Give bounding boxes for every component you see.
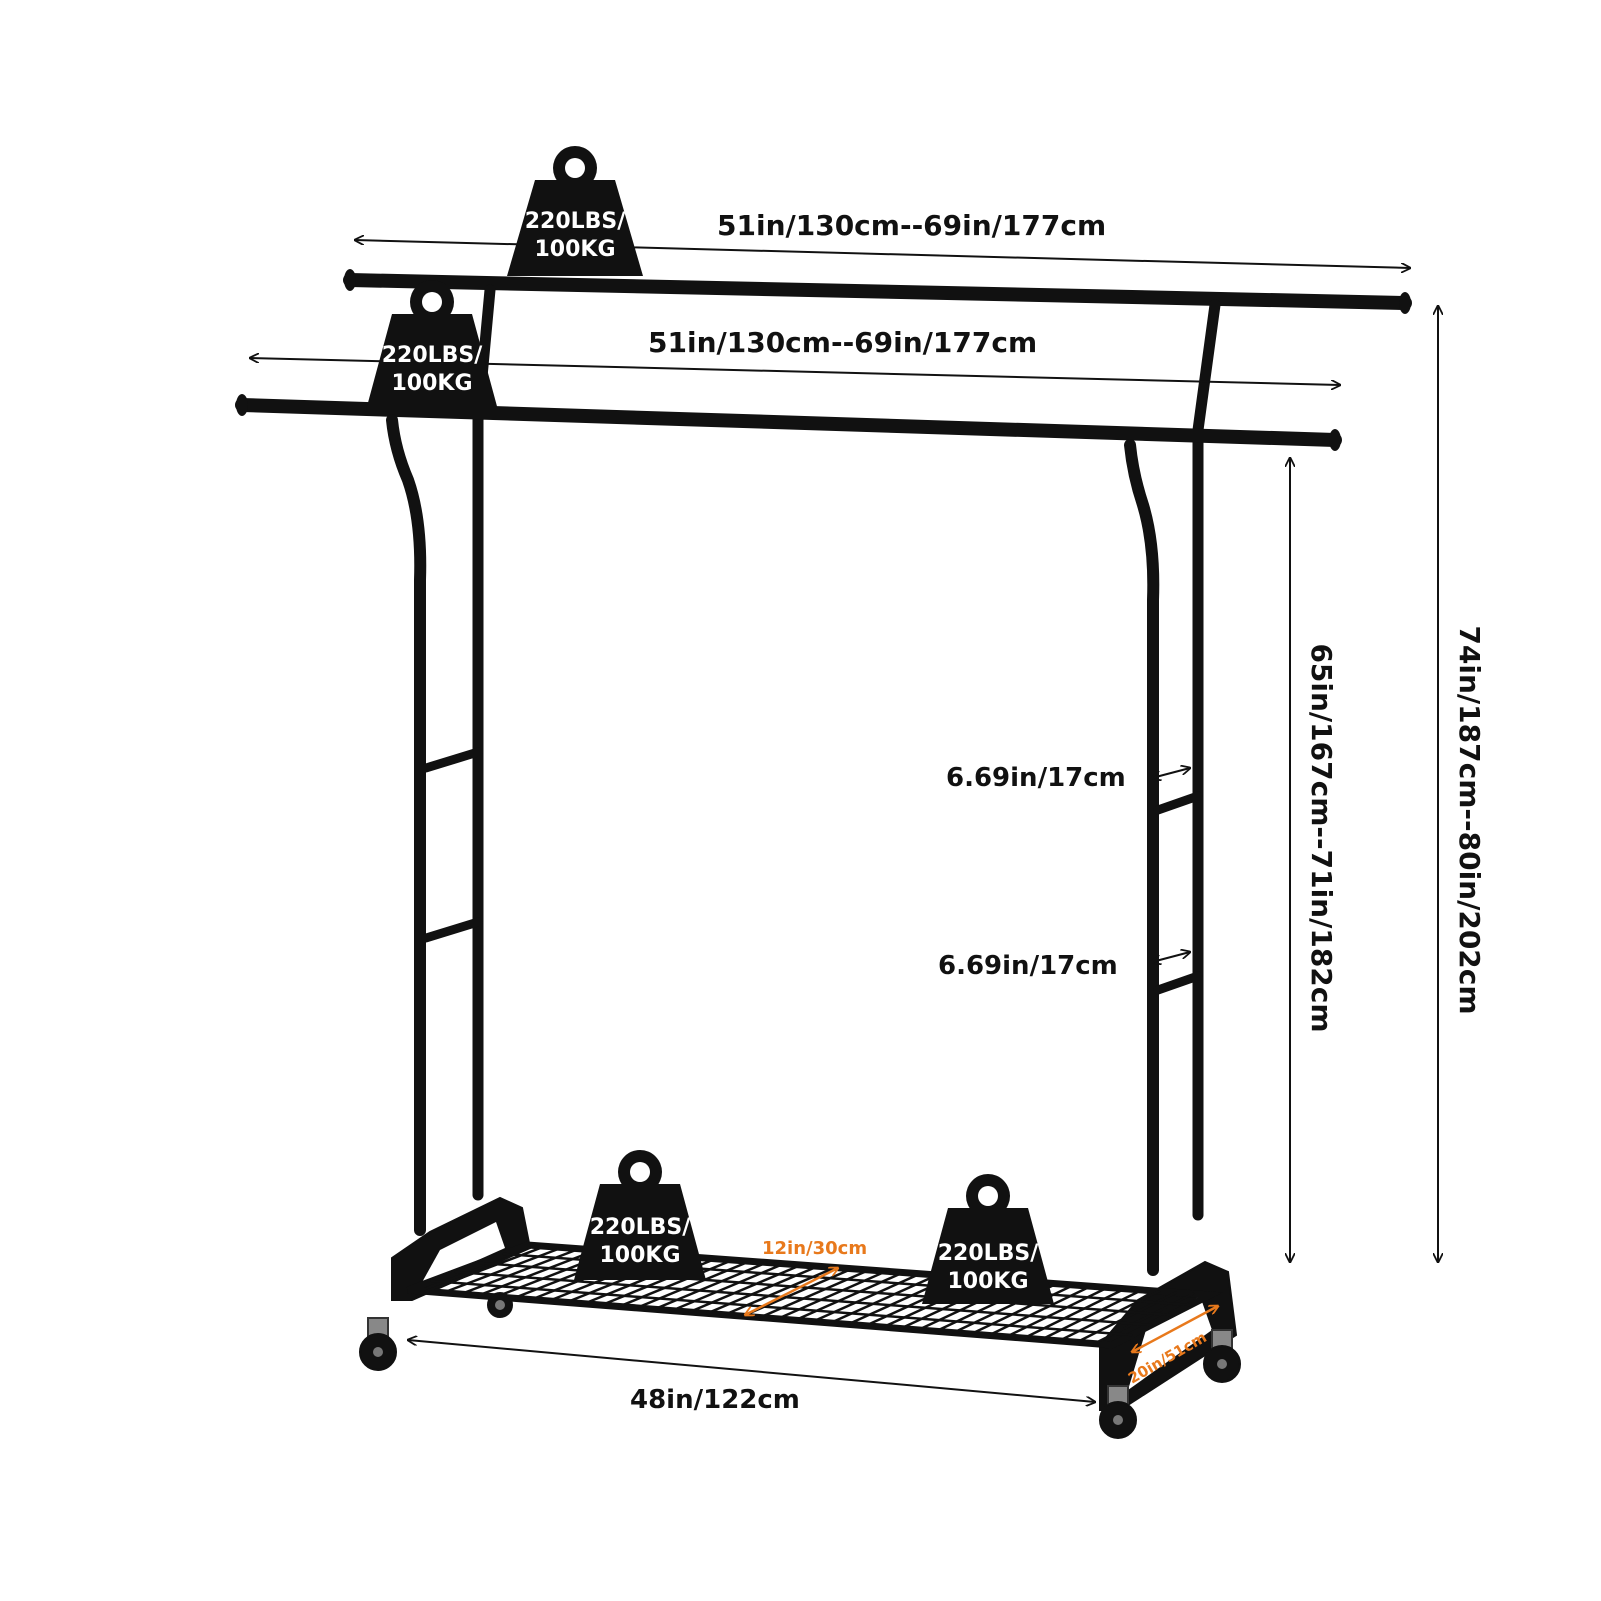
front-rail-end-left <box>236 394 248 416</box>
wire-shelf-grid <box>424 1245 1195 1345</box>
right-rung-lower <box>1153 971 1203 995</box>
front-rail-width-label: 51in/130cm--69in/177cm <box>648 326 1037 359</box>
shelf-wire <box>617 1258 734 1308</box>
shelf-wire <box>635 1260 751 1310</box>
accent-arrows <box>745 1268 1218 1352</box>
base-foot-left-inner <box>420 1222 505 1286</box>
weight-front-line2: 100KG <box>391 371 472 396</box>
shelf-wire <box>1075 1291 1178 1344</box>
shelf-wire <box>459 1247 581 1296</box>
shelf-wire <box>1005 1286 1109 1338</box>
total-height-label: 74in/187cm--80in/202cm <box>1453 625 1486 1014</box>
front-upright-right <box>1124 439 1160 1276</box>
shelf-depth-arrow <box>745 1268 838 1315</box>
weight-shelf-left-line2: 100KG <box>599 1243 680 1268</box>
base-depth-arrow <box>1132 1306 1218 1352</box>
shelf-wire <box>441 1246 564 1294</box>
right-rung-upper <box>1153 791 1203 815</box>
shelf-wire <box>987 1285 1092 1337</box>
caster-wheels <box>359 1292 1241 1439</box>
rung-gap-upper-label: 6.69in/17cm <box>946 763 1126 793</box>
rung-gap-lower-arrow <box>1152 952 1190 962</box>
front-upright-left <box>386 414 427 1236</box>
front-height-label: 65in/167cm--71in/182cm <box>1305 643 1338 1032</box>
weight-shelf-right-line2: 100KG <box>947 1269 1028 1294</box>
caster-wheel-icon <box>359 1317 397 1371</box>
front-hanging-rail <box>235 398 1342 447</box>
rack-frame <box>235 269 1412 1439</box>
shelf-wire <box>1057 1290 1161 1343</box>
shelf-wire <box>424 1245 547 1293</box>
caster-wheel-icon <box>1099 1385 1137 1439</box>
front-rail-end-right <box>1329 429 1341 451</box>
weight-shelf-right-line1: 220LBS/ <box>938 1241 1040 1266</box>
weight-icon: 220LBS/ 100KG <box>366 280 498 410</box>
shelf-wire <box>829 1273 939 1325</box>
weight-icon: 220LBS/ 100KG <box>574 1150 706 1280</box>
weight-shelf-left-line1: 220LBS/ <box>590 1215 692 1240</box>
rear-rail-width-label: 51in/130cm--69in/177cm <box>717 209 1106 242</box>
rear-upright-left <box>472 284 496 1201</box>
base-length-label: 48in/122cm <box>630 1385 800 1415</box>
shelf-wire <box>969 1283 1075 1336</box>
rung-gap-lower-label: 6.69in/17cm <box>938 951 1118 981</box>
rear-hanging-rail <box>343 273 1412 310</box>
wire-shelf-frame <box>406 1241 1223 1349</box>
weight-icon: 220LBS/ 100KG <box>507 146 643 276</box>
rung-gap-upper-arrow <box>1152 768 1190 778</box>
shelf-wire <box>1040 1288 1144 1341</box>
caster-wheel-icon <box>487 1292 513 1318</box>
base-length-arrow <box>408 1340 1095 1402</box>
left-rung-upper <box>421 747 483 773</box>
rear-rail-end-left <box>344 269 356 291</box>
left-rung-lower <box>421 917 483 943</box>
rear-rail-end-right <box>1399 292 1411 314</box>
weight-top-line1: 220LBS/ <box>525 209 627 234</box>
shelf-depth-label: 12in/30cm <box>762 1238 867 1259</box>
shelf-wire <box>477 1248 598 1297</box>
weight-icon: 220LBS/ 100KG <box>922 1174 1054 1304</box>
weight-top-line2: 100KG <box>534 237 615 262</box>
shelf-wire <box>1022 1287 1126 1340</box>
weight-front-line1: 220LBS/ <box>382 343 484 368</box>
